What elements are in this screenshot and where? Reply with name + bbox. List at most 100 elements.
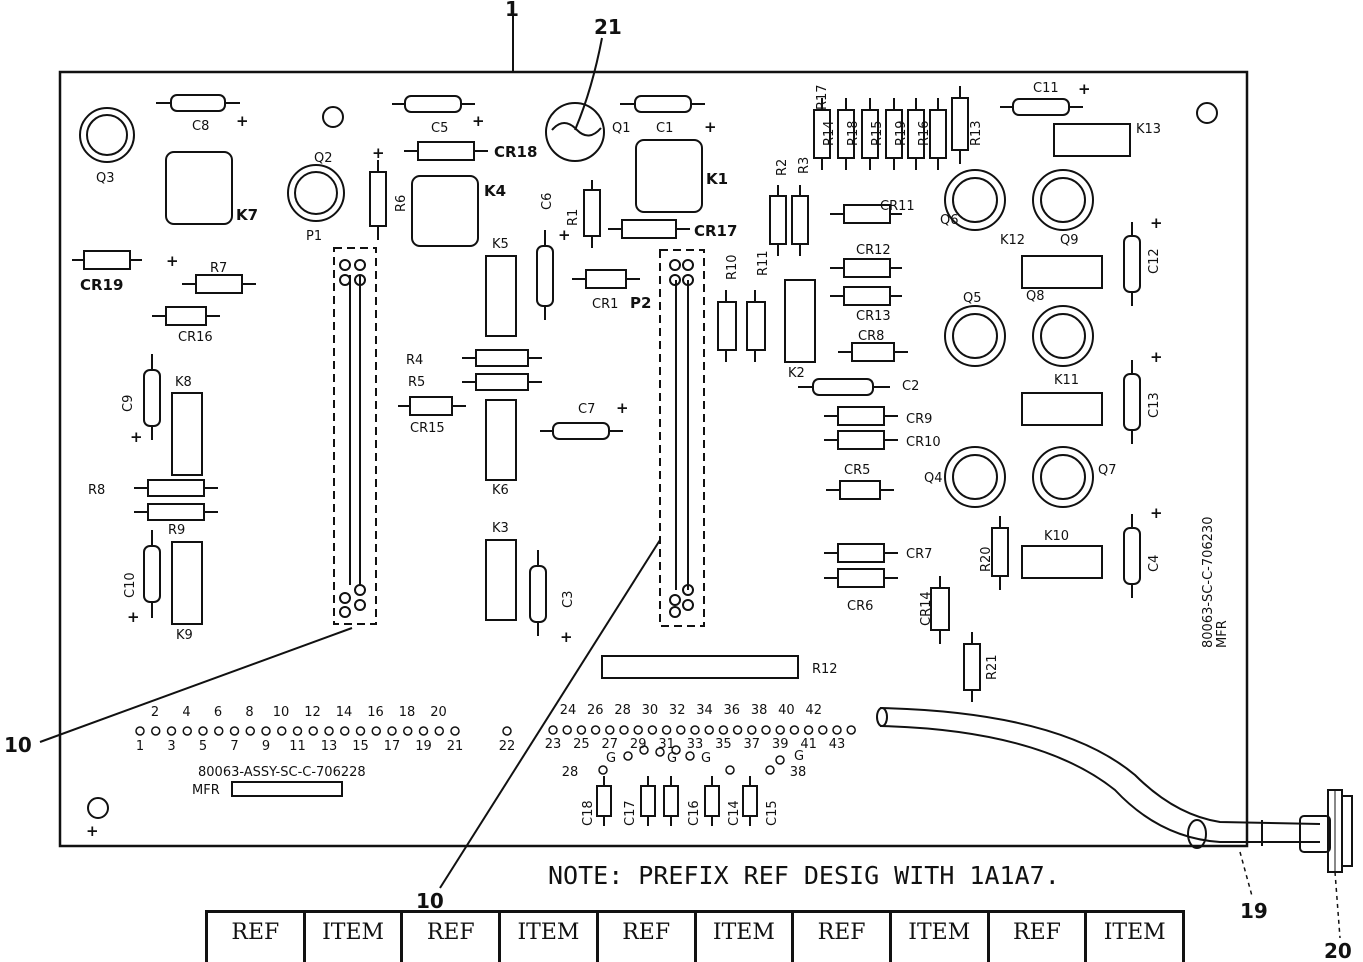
- relay-k9: [171, 541, 203, 625]
- pin-number: 9: [262, 739, 270, 754]
- table-header-cell: REF: [990, 913, 1088, 962]
- polarity-plus-sign: +: [1150, 214, 1163, 232]
- resistor-r1: [583, 180, 601, 248]
- callout-10-center: 10: [416, 889, 444, 913]
- label-r1: R1: [566, 209, 581, 226]
- pin-number: 8: [245, 705, 253, 720]
- pin-pad: [639, 745, 649, 755]
- label-c14: C14: [727, 800, 742, 826]
- label-cr19: CR19: [80, 276, 123, 294]
- pin-number: 12: [304, 705, 321, 720]
- pin-number: 39: [772, 737, 789, 752]
- relay-k7: [165, 151, 233, 225]
- resistor-bank: [813, 86, 969, 170]
- relay-k1: [635, 139, 703, 213]
- pin-pad: [725, 765, 735, 775]
- assy-mfr: MFR: [192, 783, 220, 798]
- transistor-q1: [545, 102, 605, 162]
- label-r12: R12: [812, 662, 838, 677]
- polarity-plus-sign: +: [372, 144, 385, 162]
- transistor-p1: [287, 164, 345, 222]
- polarity-plus-sign: +: [1078, 80, 1091, 98]
- polarity-plus-sign: +: [558, 226, 571, 244]
- pin-pad: [765, 765, 775, 775]
- diode-cr10: [824, 430, 898, 450]
- pin-pad: [403, 726, 413, 736]
- pin-pad: [261, 726, 271, 736]
- label-k7: K7: [236, 206, 258, 224]
- pin-number: 6: [214, 705, 222, 720]
- label-c2: C2: [902, 379, 919, 394]
- capacitor-c10: [143, 530, 161, 618]
- resistor-r10: [717, 290, 737, 362]
- diode-cr7: [824, 543, 898, 563]
- polarity-plus-sign: +: [1150, 348, 1163, 366]
- label-k4: K4: [484, 182, 506, 200]
- pin-pad: [355, 726, 366, 736]
- polarity-plus-sign: +: [560, 628, 573, 646]
- pin-pad: [418, 726, 429, 736]
- table-header-cell: REF: [599, 913, 697, 962]
- pin-pad: [292, 726, 303, 736]
- pin-number: 11: [289, 739, 306, 754]
- pin-pad: [182, 726, 192, 736]
- label-c17: C17: [623, 800, 638, 826]
- pin-number: 15: [352, 739, 369, 754]
- pin-pad: [324, 726, 334, 736]
- pin-number: 20: [430, 705, 447, 720]
- pin-number: 36: [724, 703, 741, 718]
- table-header-cell: ITEM: [501, 913, 599, 962]
- capacitor-c5: [392, 95, 475, 113]
- pin-pad: [198, 726, 208, 736]
- label-c7: C7: [578, 402, 595, 417]
- label-r13: R13: [969, 120, 984, 146]
- label-cr1: CR1: [592, 297, 618, 312]
- label-cr9: CR9: [906, 412, 932, 427]
- callout-21: 21: [594, 15, 622, 39]
- label-c5: C5: [431, 121, 448, 136]
- pin-pad: [789, 725, 800, 735]
- label-cr11: CR11: [880, 199, 915, 214]
- label-cr18: CR18: [494, 143, 537, 161]
- resistor-r12: [601, 655, 799, 679]
- table-header-cell: ITEM: [892, 913, 990, 962]
- relay-k8: [171, 392, 203, 476]
- mounting-hole: [1196, 102, 1218, 124]
- relay-k13: [1053, 123, 1131, 157]
- pin-pad: [229, 726, 240, 736]
- polarity-plus-sign: +: [472, 112, 485, 130]
- pin-pad: [371, 726, 381, 736]
- pin-pad: [598, 765, 608, 775]
- pin-pad: [277, 726, 287, 736]
- pin-pad: [387, 726, 397, 736]
- pin-pad: [671, 745, 681, 755]
- note-text: NOTE: PREFIX REF DESIG WITH 1A1A7.: [548, 861, 1060, 890]
- polarity-plus-sign: +: [127, 608, 140, 626]
- mfr-box: [231, 781, 343, 797]
- capacitor-c6: [536, 230, 554, 320]
- label-k13: K13: [1136, 122, 1161, 137]
- pin-number: 34: [696, 703, 713, 718]
- pin-pad: [718, 725, 729, 735]
- resistor-r5: [462, 373, 542, 391]
- pin-pad: [803, 725, 814, 735]
- label-r17: R17: [815, 84, 830, 110]
- pin-pad: [704, 725, 714, 735]
- pin-number: 19: [415, 739, 432, 754]
- table-header-cell: ITEM: [1103, 920, 1166, 945]
- pin-number: 29: [630, 737, 647, 752]
- pin-pad: [502, 726, 512, 736]
- pin-ground-label: G: [667, 751, 677, 766]
- pin-number: 18: [399, 705, 416, 720]
- label-cr5: CR5: [844, 463, 870, 478]
- pin-number: 16: [367, 705, 384, 720]
- pin-pad: [245, 726, 255, 736]
- pin-ground-label: G: [606, 751, 616, 766]
- mounting-hole: [322, 106, 344, 128]
- label-r3: R3: [797, 157, 812, 174]
- polarity-plus-sign: +: [1150, 504, 1163, 522]
- pin-number: 35: [715, 737, 732, 752]
- label-q1: Q1: [612, 121, 631, 136]
- label-cr6: CR6: [847, 599, 873, 614]
